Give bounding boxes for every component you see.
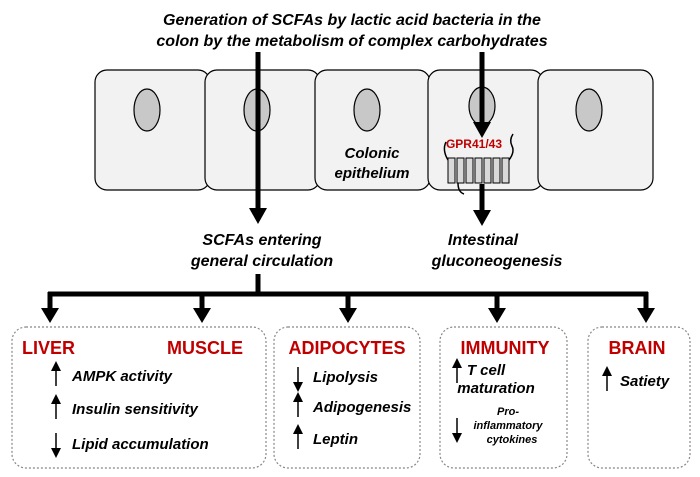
circulation-label-2: general circulation (190, 253, 333, 270)
brain-effect-1: Satiety (620, 373, 670, 390)
immunity-effect-1-line-2: maturation (457, 380, 535, 397)
epithelial-cell-5 (537, 69, 654, 191)
distribution-arrows (41, 292, 655, 323)
liver-muscle-box: LIVER MUSCLE AMPK activity Insulin sensi… (11, 326, 267, 469)
liver-effect-2: Insulin sensitivity (72, 401, 199, 418)
epithelium-label-1: Colonic (345, 145, 401, 162)
immunity-title: IMMUNITY (461, 338, 550, 358)
brain-box: BRAIN Satiety (587, 326, 691, 469)
liver-effect-1: AMPK activity (71, 368, 173, 385)
muscle-title: MUSCLE (167, 338, 243, 358)
epithelium-label-2: epithelium (334, 165, 409, 182)
epithelial-cell-2 (204, 69, 321, 191)
immunity-effect-2-line-1: Pro- (497, 406, 519, 418)
adipocytes-effect-1: Lipolysis (313, 369, 378, 386)
header-line-1: Generation of SCFAs by lactic acid bacte… (163, 12, 541, 29)
nucleus-3 (353, 88, 381, 132)
nucleus-1 (133, 88, 161, 132)
gluconeo-label-1: Intestinal (448, 232, 519, 249)
adipocytes-box: ADIPOCYTES Lipolysis Adipogenesis Leptin (273, 326, 421, 469)
receptor-label: GPR41/43 (446, 137, 502, 151)
adipocytes-title: ADIPOCYTES (288, 338, 405, 358)
immunity-effect-2-line-2: inflammatory (473, 420, 543, 432)
header-line-2: colon by the metabolism of complex carbo… (156, 33, 547, 50)
circulation-label-1: SCFAs entering (202, 232, 321, 249)
adipocytes-effect-3: Leptin (313, 431, 358, 448)
gpr-receptor-icon: GPR41/43 (443, 133, 514, 195)
immunity-effect-2-line-3: cytokines (487, 434, 538, 446)
epithelial-cell-1 (94, 69, 211, 191)
immunity-box: IMMUNITY T cell maturation Pro- inflamma… (439, 326, 568, 469)
adipocytes-effect-2: Adipogenesis (312, 399, 411, 416)
liver-effect-3: Lipid accumulation (72, 436, 209, 453)
immunity-effect-1-line-1: T cell (467, 362, 506, 379)
brain-title: BRAIN (609, 338, 666, 358)
gluconeo-label-2: gluconeogenesis (431, 253, 563, 270)
nucleus-5 (575, 88, 603, 132)
liver-title: LIVER (22, 338, 75, 358)
